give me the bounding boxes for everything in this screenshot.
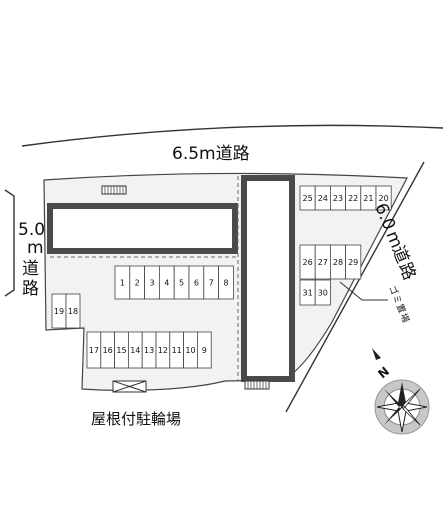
right-road-char: 道 [388, 243, 413, 266]
parking-space-number: 11 [172, 346, 182, 355]
parking-space-number: 25 [303, 194, 313, 203]
bicycle-shed-label: 屋根付駐輪場 [91, 410, 181, 428]
parking-space-number: 4 [164, 279, 169, 288]
parking-space-number: 18 [68, 307, 78, 316]
parking-space-number: 16 [103, 346, 113, 355]
garbage-label-char: 場 [397, 311, 412, 324]
garbage-label-char: ミ [390, 294, 403, 306]
parking-space-number: 21 [363, 194, 373, 203]
parking-space-number: 28 [333, 258, 343, 267]
parking-space-number: 29 [348, 258, 358, 267]
parking-space-number: 5 [179, 279, 184, 288]
stairs-icon [244, 380, 270, 390]
parking-space-number: 26 [303, 258, 313, 267]
parking-space-number: 14 [130, 346, 140, 355]
parking-space-number: 1 [120, 279, 125, 288]
parking-space-number: 3 [149, 279, 154, 288]
right-road-edge [285, 161, 425, 413]
left-road-edge [4, 189, 15, 297]
left-road-unit: m [27, 238, 44, 258]
left-road-width: 5.0 [18, 220, 45, 240]
right-road-label: 6.0 m 道 路 [370, 200, 419, 283]
parking-space [196, 331, 212, 369]
parking-space-number: 9 [202, 346, 207, 355]
parking-space-number: 20 [379, 194, 389, 203]
parking-space-number: 12 [158, 346, 168, 355]
garbage-label-char: ゴ [386, 284, 401, 297]
parking-space [65, 293, 81, 329]
right-road-unit: m [382, 228, 407, 251]
parking-space-number: 24 [318, 194, 328, 203]
parking-space-number: 22 [348, 194, 358, 203]
building-right [241, 175, 295, 382]
parking-space-number: 10 [185, 346, 195, 355]
parking-space-number: 6 [194, 279, 199, 288]
bicycle-shed-icon [112, 380, 147, 393]
north-label: N [375, 364, 392, 381]
top-road-label: 6.5m道路 [172, 144, 250, 164]
parking-space-number: 8 [223, 279, 228, 288]
parking-space [314, 279, 331, 306]
parking-space-number: 2 [135, 279, 140, 288]
garbage-label: ゴ ミ 置 場 [386, 284, 412, 325]
parking-space [218, 265, 234, 300]
parking-space [345, 244, 362, 280]
parking-space-number: 30 [318, 289, 328, 298]
parking-space-number: 15 [116, 346, 126, 355]
parking-space-number: 7 [209, 279, 214, 288]
parking-space-number: 27 [318, 258, 328, 267]
left-road-char: 路 [22, 279, 39, 299]
right-road-char: 路 [394, 260, 419, 283]
compass-icon [374, 379, 430, 435]
parking-space [375, 185, 392, 211]
parking-space-number: 19 [54, 307, 64, 316]
parking-space-number: 13 [144, 346, 154, 355]
stairs-icon [101, 185, 127, 195]
parking-space-number: 23 [333, 194, 343, 203]
left-road-char: 道 [22, 259, 39, 279]
north-arrow-icon [372, 348, 381, 360]
top-road-edge [21, 124, 444, 147]
garbage-leader-line [339, 281, 388, 301]
parking-space-number: 17 [89, 346, 99, 355]
building-left [47, 203, 238, 254]
garbage-label-char: 置 [394, 303, 408, 315]
parking-space-number: 31 [303, 289, 313, 298]
